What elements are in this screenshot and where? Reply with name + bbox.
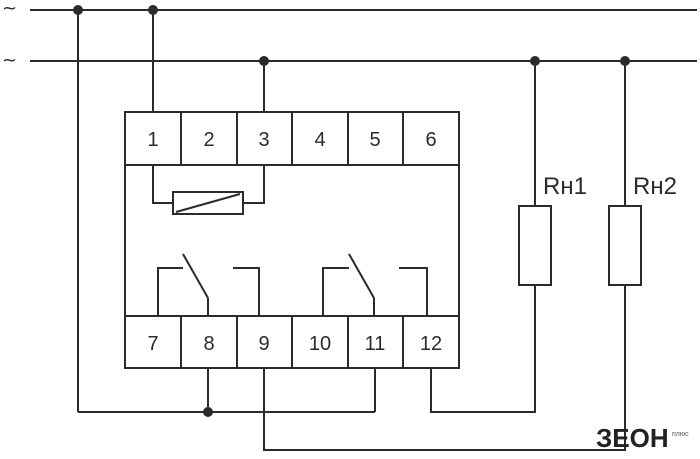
terminal-label: 1 [147, 129, 158, 151]
phase-symbol-line-b: ~ [2, 50, 17, 71]
coil-lead-right [243, 165, 265, 204]
contact-blade [348, 253, 375, 299]
phase-symbol-line-a: ~ [2, 0, 17, 19]
terminal-label: 5 [369, 129, 380, 151]
terminal-6 [402, 111, 460, 166]
terminal-12 [402, 315, 460, 369]
terminal-label: 11 [365, 333, 386, 355]
terminal-2 [180, 111, 238, 166]
contact-no-lead [233, 267, 260, 316]
load-2-label: Rн2 [633, 173, 677, 200]
load-resistor-2: Rн2 [608, 61, 677, 286]
contact-group-2 [322, 253, 428, 316]
contact-nc-lead [157, 267, 183, 316]
bottom-terminal-row: 7 8 9 10 11 12 [124, 315, 460, 369]
contact-no-lead [399, 267, 428, 316]
contact-group-1 [157, 253, 260, 316]
terminal-11 [347, 315, 404, 369]
load-1-label: Rн1 [543, 173, 587, 200]
terminal-label: 8 [203, 333, 214, 355]
logo-wordmark: ЗЕОН [596, 423, 669, 453]
terminal-label: 6 [425, 129, 436, 151]
terminal-label: 3 [258, 129, 269, 151]
load-resistor-1: Rн1 [518, 61, 587, 286]
logo-subtext: плюс [672, 431, 689, 438]
terminal-label: 12 [420, 333, 442, 355]
terminal-label: 9 [258, 333, 269, 355]
terminal-label: 4 [314, 129, 325, 151]
terminal-label: 7 [147, 333, 158, 355]
contact-blade [182, 253, 209, 299]
top-terminal-row: 1 2 3 4 5 6 [124, 111, 460, 166]
wire-terminal-12-to-load-1 [430, 285, 536, 413]
brand-logo: ЗЕОН плюс [596, 423, 689, 453]
load-2-body [608, 205, 642, 286]
contact-nc-lead [322, 267, 349, 316]
coil-lead-left [152, 165, 173, 204]
wire-terminal-9-to-load-2 [263, 285, 626, 451]
coil-diagonal [175, 193, 241, 213]
terminal-4 [291, 111, 349, 166]
load-1-body [518, 205, 552, 286]
relay-coil [152, 165, 265, 215]
terminal-label: 10 [309, 333, 331, 355]
terminal-label: 2 [203, 129, 214, 151]
